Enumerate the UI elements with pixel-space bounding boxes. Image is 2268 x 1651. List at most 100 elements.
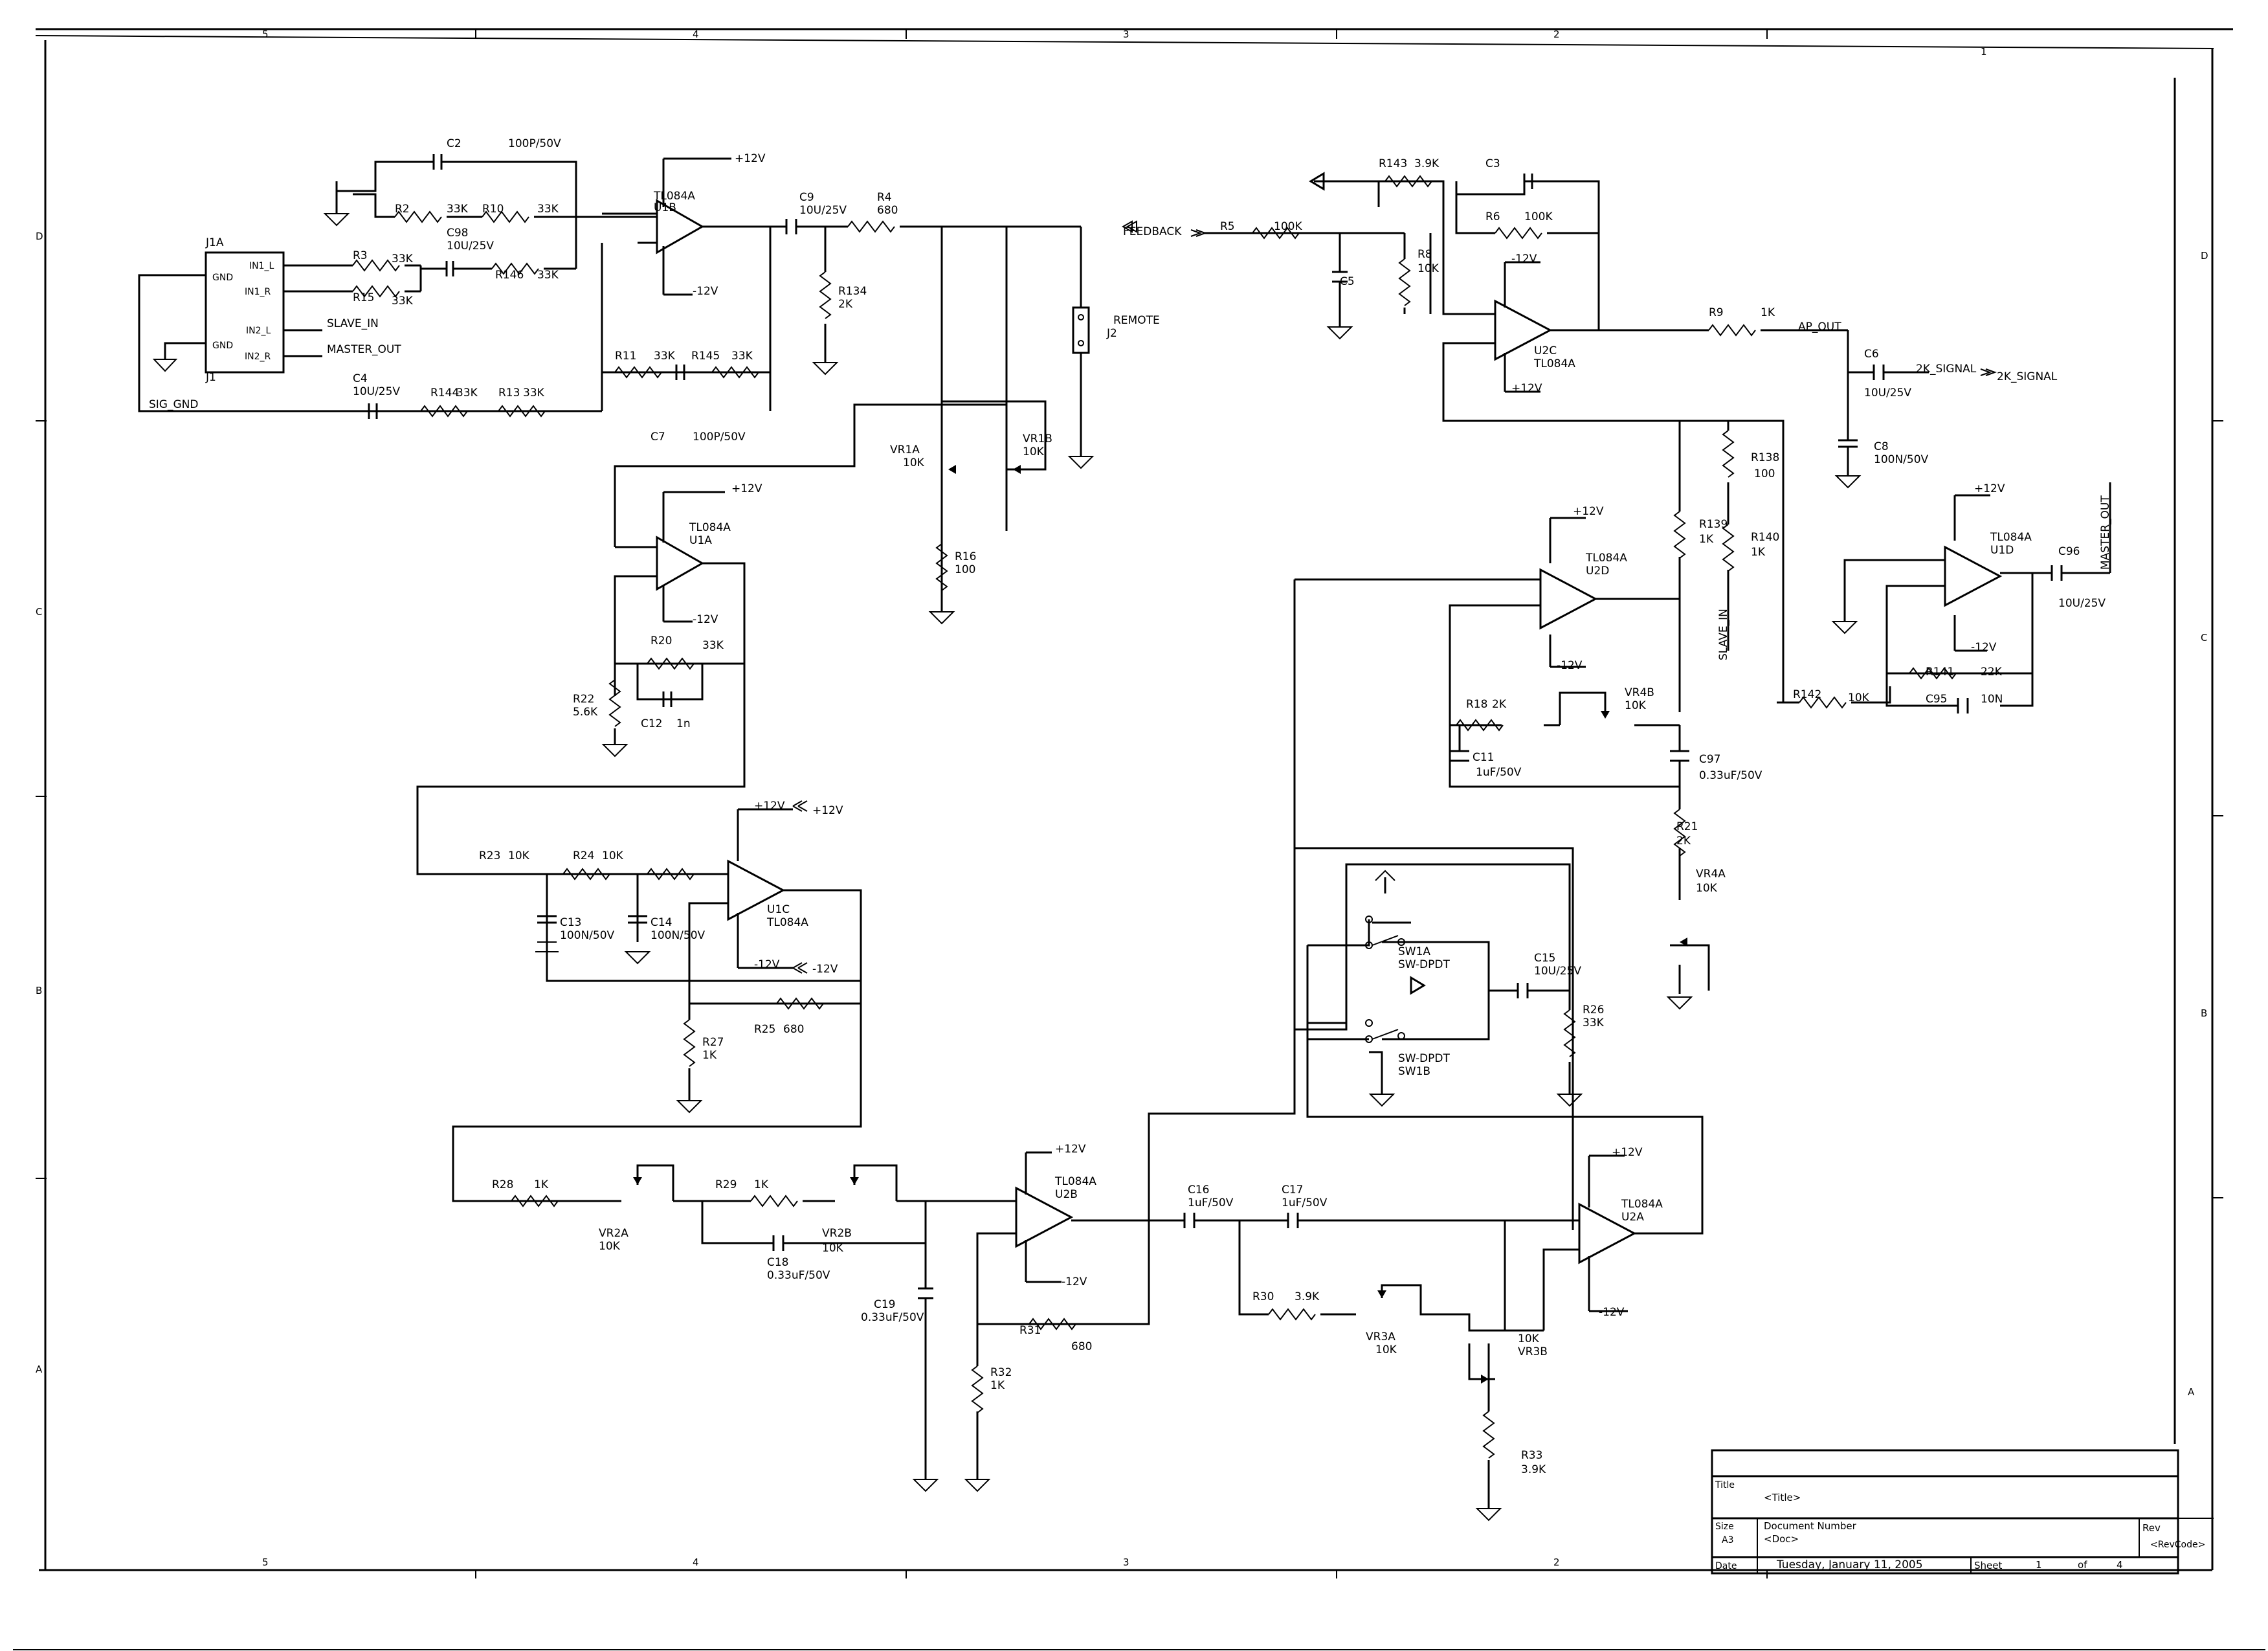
- label: SW-DPDT: [1398, 1052, 1450, 1065]
- label: R28: [492, 1178, 513, 1191]
- zone-row-label: B: [36, 985, 42, 996]
- label: R24: [573, 849, 594, 862]
- label: 10U/25V: [1864, 387, 1911, 399]
- label: 2K: [1492, 698, 1507, 711]
- label: R144: [430, 387, 459, 399]
- label: J2: [1106, 327, 1117, 340]
- docnum-value: <Doc>: [1764, 1533, 1799, 1545]
- label: 1n: [676, 717, 691, 730]
- label: 1uF/50V: [1282, 1196, 1328, 1209]
- label: VR1A: [890, 444, 920, 456]
- label: 33K: [731, 350, 753, 363]
- label: -12V: [1599, 1306, 1625, 1319]
- label: 10K: [1023, 445, 1045, 458]
- label: R20: [650, 635, 672, 647]
- label-master-out: MASTER_OUT: [327, 343, 401, 356]
- label: 33K: [392, 295, 414, 308]
- label: +12V: [735, 152, 766, 165]
- label: R145: [691, 350, 720, 363]
- label: 3.9K: [1521, 1463, 1546, 1476]
- label: 10K: [822, 1242, 844, 1255]
- label-in1l: IN1_L: [249, 261, 274, 271]
- label: C5: [1340, 275, 1355, 288]
- label: R134: [838, 285, 867, 298]
- label: R13: [498, 387, 520, 399]
- label: C2: [447, 137, 461, 150]
- label: 33K: [537, 269, 559, 282]
- label: R29: [715, 1178, 737, 1191]
- label: C98: [447, 227, 469, 240]
- label: R22: [573, 693, 594, 706]
- label: 2K_SIGNAL: [1997, 370, 2058, 383]
- label: C6: [1864, 348, 1879, 361]
- zone-row-label: D: [36, 230, 43, 242]
- of-value: 4: [2117, 1559, 2123, 1571]
- label: C4: [353, 372, 368, 385]
- label-j1: J1: [205, 371, 216, 384]
- label: C97: [1699, 753, 1721, 766]
- label: +12V: [754, 800, 785, 813]
- date-label: Date: [1715, 1561, 1737, 1571]
- label: R26: [1583, 1004, 1604, 1016]
- label: TL084A: [1533, 357, 1575, 370]
- title-block: Title <Title> Size A3 Document Number <D…: [1711, 1449, 2214, 1575]
- label: 10K: [903, 456, 925, 469]
- label: R142: [1793, 688, 1821, 701]
- label: C18: [767, 1256, 789, 1269]
- sheet-value: 1: [2036, 1559, 2042, 1571]
- label: 1uF/50V: [1188, 1196, 1234, 1209]
- label: R10: [482, 203, 504, 216]
- label: C14: [650, 916, 673, 929]
- label: 1K: [1751, 546, 1766, 559]
- label: +12V: [1974, 482, 2005, 495]
- docnum-label: Document Number: [1764, 1520, 1857, 1532]
- label: 1K: [702, 1049, 717, 1062]
- label: 1K: [990, 1379, 1005, 1392]
- label: 33K: [702, 639, 724, 652]
- label: VR4A: [1696, 868, 1726, 881]
- label: 10K: [1518, 1332, 1540, 1345]
- label: C7: [650, 431, 665, 444]
- zone-row-label: C: [2201, 632, 2207, 644]
- sheet-label: Sheet: [1974, 1560, 2002, 1571]
- label: 10K: [1418, 262, 1440, 275]
- label: 1uF/50V: [1476, 766, 1522, 779]
- label: 1K: [1699, 533, 1714, 546]
- zone-col-label: 5: [262, 28, 269, 40]
- label: 33K: [654, 350, 676, 363]
- label: 33K: [1583, 1016, 1605, 1029]
- label: 3.9K: [1414, 157, 1440, 170]
- label: 33K: [392, 253, 414, 265]
- label: C17: [1282, 1184, 1304, 1196]
- label: 10U/25V: [2058, 597, 2106, 610]
- label-sig-gnd: SIG_GND: [149, 398, 198, 411]
- label: TL084A: [1585, 552, 1627, 565]
- label: R21: [1676, 820, 1698, 833]
- label: +12V: [1055, 1143, 1086, 1156]
- zone-row-label: A: [36, 1364, 43, 1375]
- label: TL084A: [1621, 1198, 1663, 1211]
- capacitors: [368, 154, 2063, 1299]
- label: 10K: [1375, 1343, 1397, 1356]
- label: R32: [990, 1366, 1012, 1379]
- label: R23: [479, 849, 500, 862]
- wiring: [138, 157, 2111, 1522]
- label: -12V: [693, 613, 718, 626]
- label: -12V: [812, 963, 838, 976]
- label: 2K_SIGNAL: [1916, 363, 1977, 376]
- label: R27: [702, 1036, 724, 1049]
- label: SW1B: [1398, 1065, 1430, 1078]
- label: R15: [353, 291, 374, 304]
- label: 2K: [1676, 835, 1691, 848]
- rev-label: Rev: [2142, 1522, 2161, 1534]
- component-labels: J1A J1 GND GND IN1_L IN1_R IN2_L IN2_R S…: [149, 137, 2112, 1476]
- label: R141: [1926, 666, 1954, 679]
- label: 5.6K: [573, 706, 598, 719]
- zone-col-label: 5: [262, 1556, 269, 1568]
- label: R25: [754, 1023, 775, 1036]
- label: U2A: [1621, 1211, 1644, 1224]
- label: R18: [1466, 698, 1487, 711]
- misc-symbols: [633, 172, 1997, 1384]
- zone-row-label: D: [2201, 250, 2208, 262]
